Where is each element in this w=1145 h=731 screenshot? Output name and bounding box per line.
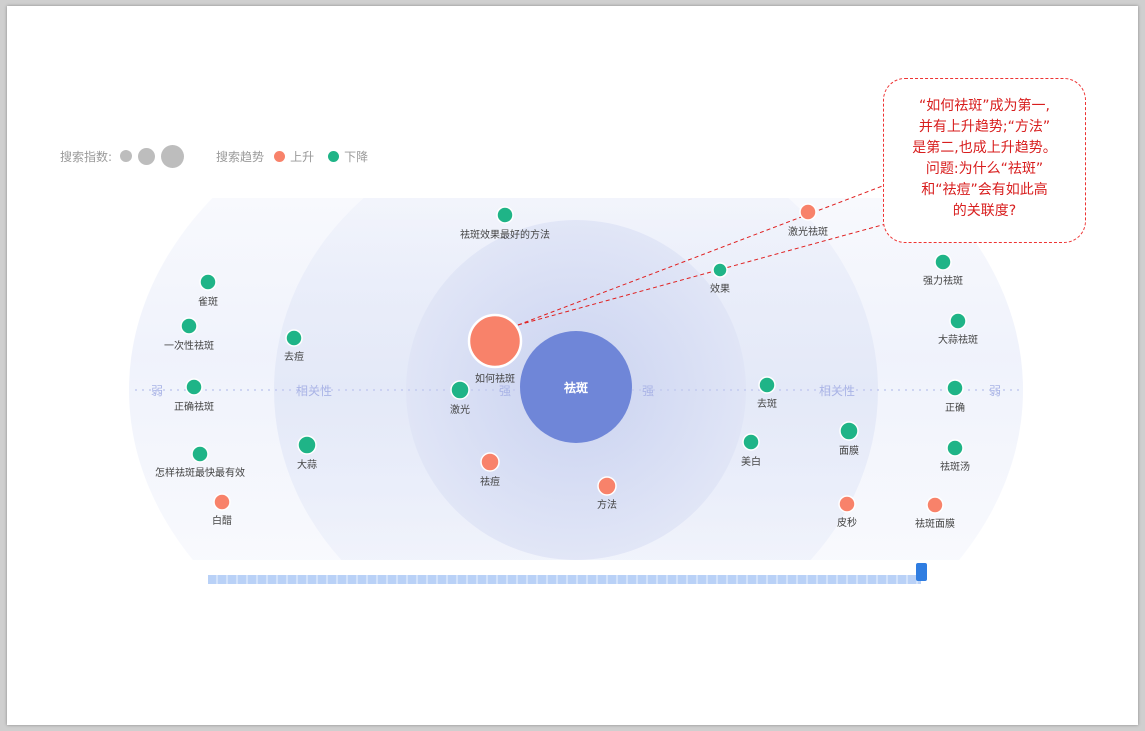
node-label-17: 怎样祛斑最快最有效: [155, 466, 245, 479]
node-1[interactable]: [496, 206, 514, 224]
node-label-1: 祛斑效果最好的方法: [460, 228, 550, 241]
zone-label-relevance-right: 相关性: [819, 384, 855, 398]
node-label-3: 雀斑: [198, 295, 218, 308]
node-22[interactable]: [838, 495, 856, 513]
trend-legend-label: 搜索趋势: [216, 149, 265, 164]
callout-line-1: “如何祛斑”成为第一,: [919, 98, 1050, 114]
node-label-14: 面膜: [839, 445, 859, 457]
zone-label-weak-left: 弱: [151, 384, 163, 398]
node-label-12: 去斑: [757, 397, 777, 410]
callout-line-2: 并有上升趋势;“方法”: [918, 119, 1051, 135]
node-label-9: 大蒜祛斑: [938, 333, 978, 346]
node-4[interactable]: [712, 262, 728, 278]
center-label: 祛斑: [564, 380, 588, 395]
node-14[interactable]: [839, 421, 859, 441]
node-label-19: 祛痘: [480, 475, 500, 488]
size-large-icon: [161, 144, 185, 168]
callout-pointer-2: [517, 221, 894, 326]
size-medium-icon: [138, 147, 156, 165]
callout-line-5: 和“祛痘”会有如此高: [921, 182, 1048, 198]
zone-label-strong-left: 强: [499, 384, 511, 398]
callout-line-4: 问题:为什么“祛斑”: [925, 161, 1044, 177]
range-slider-track[interactable]: [208, 575, 921, 584]
node-20[interactable]: [597, 476, 617, 496]
zone-labels: 弱 相关性 强 强 相关性 弱: [151, 384, 1001, 398]
node-15[interactable]: [742, 433, 760, 451]
keyword-nodes: 祛斑效果最好的方法激光祛斑雀斑效果强力祛斑一次性祛斑去痘如何祛斑大蒜祛斑正确祛斑…: [155, 203, 978, 530]
trend-up-label: 上升: [290, 149, 315, 164]
node-label-2: 激光祛斑: [788, 225, 828, 238]
node-17[interactable]: [191, 445, 209, 463]
node-label-4: 效果: [710, 282, 730, 295]
callout-line-3: 是第二,也成上升趋势。: [912, 140, 1057, 156]
size-legend-label: 搜索指数:: [60, 149, 113, 164]
node-16[interactable]: [297, 435, 317, 455]
node-11[interactable]: [450, 380, 470, 400]
zone-label-weak-right: 弱: [989, 384, 1001, 398]
node-13[interactable]: [946, 379, 964, 397]
node-2[interactable]: [799, 203, 817, 221]
callout-pointer-1: [517, 181, 894, 326]
zone-label-strong-right: 强: [642, 384, 654, 398]
node-12[interactable]: [758, 376, 776, 394]
trend-up-icon: [274, 150, 286, 162]
node-18[interactable]: [946, 439, 964, 457]
center-circle[interactable]: [520, 331, 632, 443]
center-node[interactable]: 祛斑: [520, 331, 632, 443]
node-23[interactable]: [926, 496, 944, 514]
zone-label-relevance-left: 相关性: [296, 384, 332, 398]
node-label-15: 美白: [741, 455, 761, 468]
node-label-8: 如何祛斑: [475, 372, 515, 385]
legend: 搜索指数: 搜索趋势 上升 下降: [60, 142, 368, 170]
trend-down-icon: [328, 150, 340, 162]
node-label-10: 正确祛斑: [174, 400, 214, 413]
node-6[interactable]: [180, 317, 198, 335]
node-8[interactable]: [467, 313, 523, 369]
node-label-5: 强力祛斑: [923, 274, 963, 287]
node-label-11: 激光: [450, 403, 470, 416]
node-label-23: 祛斑面膜: [915, 517, 955, 530]
node-5[interactable]: [934, 253, 952, 271]
node-9[interactable]: [949, 312, 967, 330]
node-label-6: 一次性祛斑: [164, 339, 214, 352]
node-label-18: 祛斑汤: [940, 460, 970, 473]
node-3[interactable]: [199, 273, 217, 291]
node-label-20: 方法: [597, 498, 617, 511]
node-label-16: 大蒜: [297, 458, 317, 471]
node-label-22: 皮秒: [837, 516, 857, 529]
callout-line-6: 的关联度?: [952, 203, 1017, 219]
node-label-7: 去痘: [284, 350, 304, 363]
node-21[interactable]: [213, 493, 231, 511]
node-19[interactable]: [480, 452, 500, 472]
node-label-21: 白醋: [212, 514, 232, 527]
node-7[interactable]: [285, 329, 303, 347]
node-label-13: 正确: [945, 401, 965, 414]
trend-down-label: 下降: [344, 149, 369, 164]
range-slider-handle[interactable]: [916, 563, 927, 581]
node-10[interactable]: [185, 378, 203, 396]
annotation-callout: “如何祛斑”成为第一, 并有上升趋势;“方法” 是第二,也成上升趋势。问题:为什么“…: [883, 78, 1086, 243]
size-small-icon: [120, 150, 133, 162]
